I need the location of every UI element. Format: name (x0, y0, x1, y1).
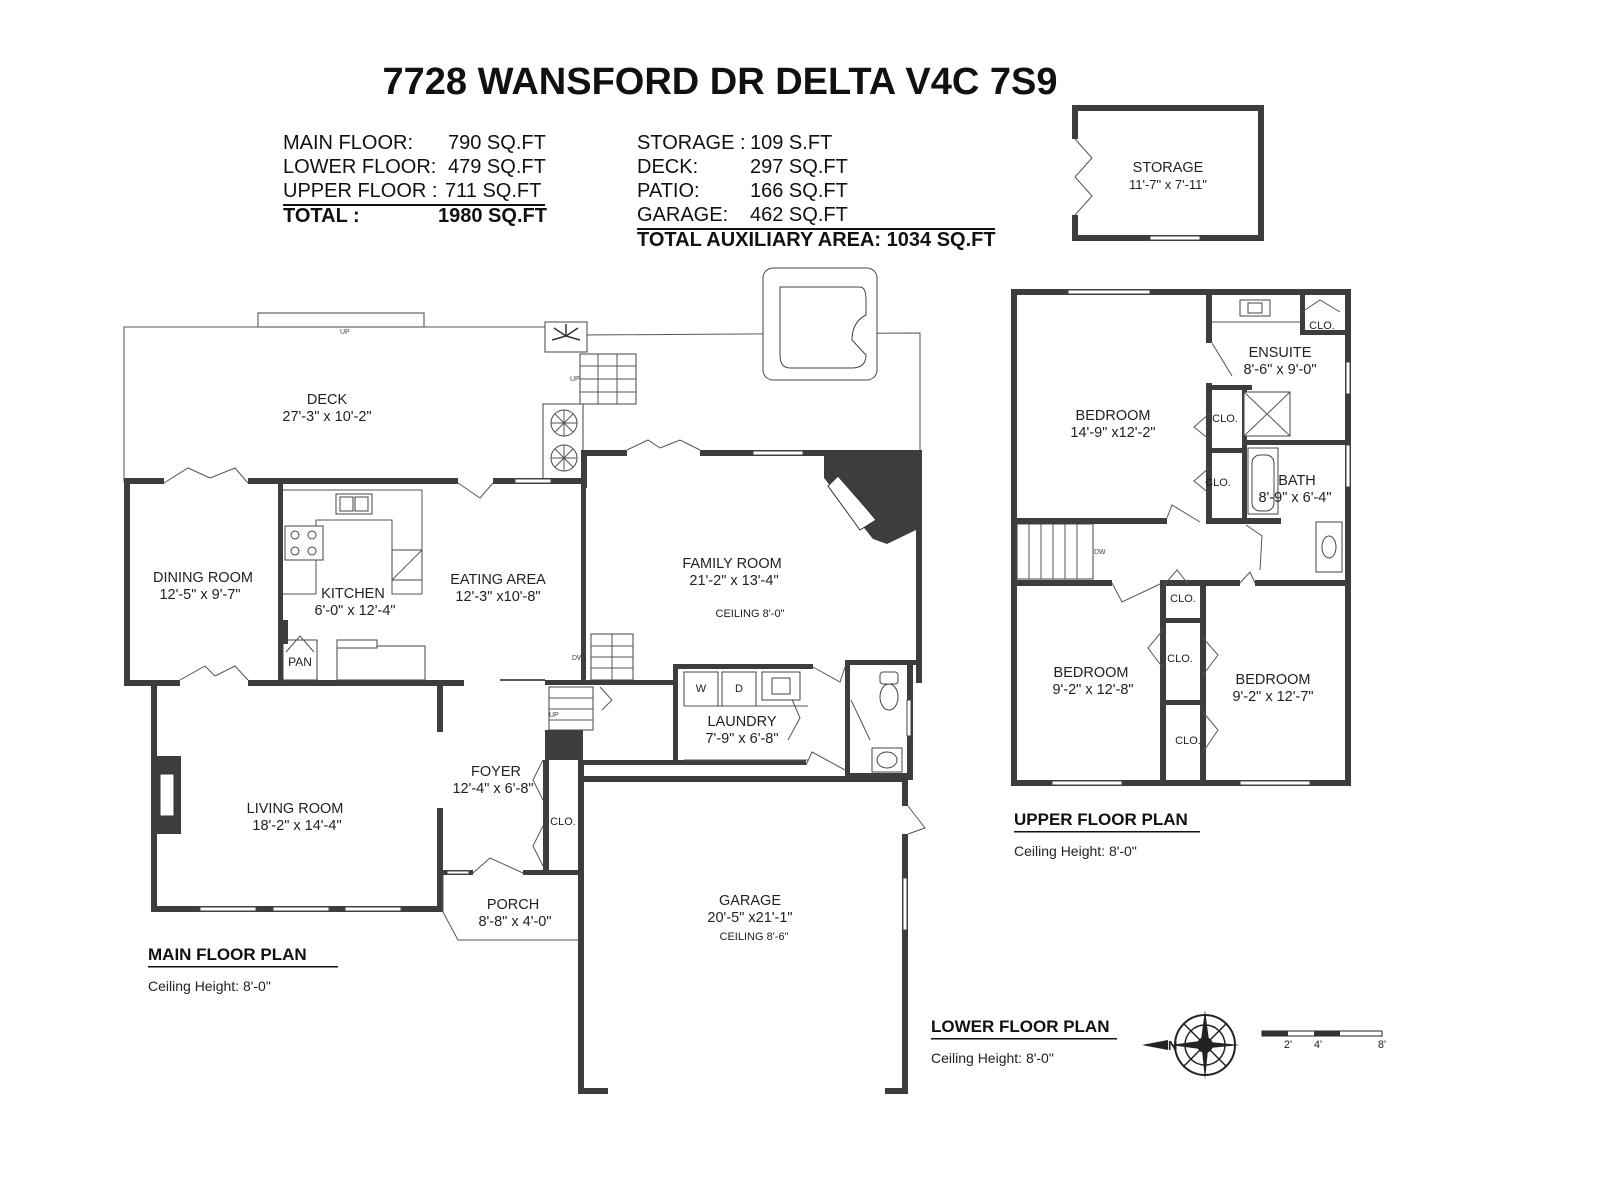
main-floor-plan: DECK 27'-3" x 10'-2" DINING ROOM 12'-5" … (123, 267, 926, 1094)
room-dims: 6'-0" x 12'-4" (314, 603, 395, 619)
area-value: 711 SQ.FT (445, 180, 541, 202)
area-value: 790 SQ.FT (448, 132, 546, 154)
room-name: BEDROOM (1076, 408, 1151, 424)
compass-north: N (1168, 1038, 1177, 1053)
area-label: LOWER FLOOR: (283, 156, 436, 178)
area-label: GARAGE: (637, 204, 728, 226)
room-name: BATH (1278, 473, 1316, 489)
room-dims: 12'-4" x 6'-8" (452, 781, 533, 797)
room-dims: 18'-2" x 14'-4" (252, 818, 341, 834)
area-summary-left: MAIN FLOOR: 790 SQ.FT LOWER FLOOR: 479 S… (283, 132, 547, 227)
room-name: KITCHEN (321, 586, 385, 602)
room-dims: 9'-2" x 12'-8" (1052, 682, 1133, 698)
closet-label: CLO. (1175, 735, 1201, 747)
area-label: DECK: (637, 156, 698, 178)
pantry-label: PAN (288, 655, 312, 669)
room-name: BEDROOM (1054, 665, 1129, 681)
area-value: 479 SQ.FT (448, 156, 546, 178)
up-label: UP (340, 329, 350, 336)
upper-plan-title: UPPER FLOOR PLAN (1014, 810, 1188, 829)
main-plan-title: MAIN FLOOR PLAN (148, 945, 307, 964)
room-name: ENSUITE (1249, 345, 1312, 361)
area-value: 166 SQ.FT (750, 180, 848, 202)
closet-label: CLO. (1167, 653, 1193, 665)
closet-label: CLO. (550, 816, 576, 828)
upper-floor-plan: BEDROOM 14'-9" x12'-2" ENSUITE 8'-6" x 9… (1011, 289, 1351, 786)
up-label: UP (570, 376, 580, 383)
room-ceiling: CEILING 8'-0" (716, 608, 785, 620)
room-dims: 12'-3" x10'-8" (455, 589, 540, 605)
area-value: 109 S.FT (750, 132, 832, 154)
room-name: DECK (307, 392, 348, 408)
deck-steps (257, 312, 425, 328)
main-plan-note: Ceiling Height: 8'-0" (148, 978, 271, 994)
room-name: EATING AREA (450, 572, 546, 588)
compass-icon: N (1142, 1010, 1240, 1080)
room-name: LAUNDRY (707, 714, 776, 730)
dw-label: DW (1094, 549, 1106, 556)
room-dims: 8'-9" x 6'-4" (1258, 490, 1331, 506)
room-name: BEDROOM (1236, 672, 1311, 688)
room-name: STORAGE (1133, 160, 1204, 176)
room-dims: 11'-7" x 7'-11" (1129, 177, 1207, 192)
total-value: 1980 SQ.FT (438, 205, 547, 227)
area-label: MAIN FLOOR: (283, 132, 413, 154)
aux-divider (637, 228, 995, 230)
room-name: FAMILY ROOM (682, 556, 781, 572)
area-summary-right: STORAGE : 109 S.FT DECK: 297 SQ.FT PATIO… (637, 132, 996, 251)
room-name: GARAGE (719, 893, 781, 909)
stove-icon (284, 525, 324, 561)
room-dims: 14'-9" x12'-2" (1070, 425, 1155, 441)
closet-label: CLO. (1170, 593, 1196, 605)
total-divider (283, 204, 545, 206)
scale-bar: 2' 4' 8' (1261, 1030, 1386, 1051)
room-dims: 8'-6" x 9'-0" (1243, 362, 1316, 378)
closet-label: CLO. (1309, 320, 1335, 332)
lower-plan-note: Ceiling Height: 8'-0" (931, 1050, 1054, 1066)
closet-label: CLO. (1212, 413, 1238, 425)
room-dims: 20'-5" x21'-1" (707, 910, 792, 926)
total-aux: TOTAL AUXILIARY AREA: 1034 SQ.FT (637, 229, 996, 251)
page-title: 7728 WANSFORD DR DELTA V4C 7S9 (382, 61, 1057, 103)
closet-label: CLO. (1205, 477, 1231, 489)
room-dims: 21'-2" x 13'-4" (689, 573, 778, 589)
area-value: 297 SQ.FT (750, 156, 848, 178)
room-name: DINING ROOM (153, 570, 253, 586)
storage-plan: STORAGE 11'-7" x 7'-11" (1072, 105, 1264, 241)
lower-plan-title: LOWER FLOOR PLAN (931, 1017, 1109, 1036)
room-name: PORCH (487, 897, 539, 913)
room-dims: 12'-5" x 9'-7" (159, 587, 240, 603)
room-ceiling: CEILING 8'-6" (720, 931, 789, 943)
area-value: 462 SQ.FT (750, 204, 848, 226)
room-dims: 8'-8" x 4'-0" (478, 914, 551, 930)
dw-label: DW (572, 655, 584, 662)
upper-plan-note: Ceiling Height: 8'-0" (1014, 843, 1137, 859)
washer-label: W (696, 683, 707, 695)
scale-tick: 4' (1314, 1039, 1322, 1051)
up-label: UP (549, 712, 559, 719)
room-dims: 7'-9" x 6'-8" (705, 731, 778, 747)
room-dims: 9'-2" x 12'-7" (1232, 689, 1313, 705)
room-dims: 27'-3" x 10'-2" (282, 409, 371, 425)
dryer-label: D (735, 683, 743, 695)
room-name: LIVING ROOM (247, 801, 344, 817)
area-label: STORAGE : (637, 132, 746, 154)
total-label: TOTAL : (283, 205, 360, 227)
scale-tick: 2' (1284, 1039, 1292, 1051)
area-label: PATIO: (637, 180, 700, 202)
room-name: FOYER (471, 764, 521, 780)
area-label: UPPER FLOOR : (283, 180, 437, 202)
scale-tick: 8' (1378, 1039, 1386, 1051)
